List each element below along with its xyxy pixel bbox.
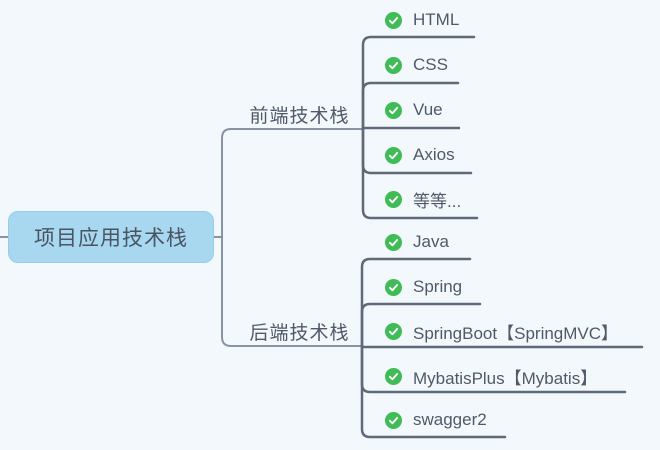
check-circle-icon[interactable]	[385, 411, 402, 429]
topic-css[interactable]: CSS	[385, 53, 448, 77]
branch-backend-label: 后端技术栈	[249, 322, 350, 344]
check-circle-icon[interactable]	[385, 322, 402, 340]
branch-backend[interactable]: 后端技术栈	[236, 318, 363, 344]
check-circle-icon[interactable]	[385, 278, 402, 296]
topic-label: CSS	[413, 55, 448, 74]
branch-frontend[interactable]: 前端技术栈	[236, 101, 363, 127]
check-circle-icon[interactable]	[385, 367, 402, 385]
topic-label: Vue	[413, 100, 443, 119]
check-circle-icon[interactable]	[385, 190, 402, 208]
topic-mybatisplus[interactable]: MybatisPlus【Mybatis】	[385, 364, 597, 388]
topic-vue[interactable]: Vue	[385, 98, 443, 122]
topic-label: HTML	[413, 10, 460, 29]
topic-label: 等等...	[413, 191, 462, 211]
check-circle-icon[interactable]	[385, 101, 402, 119]
topic-axios[interactable]: Axios	[385, 143, 455, 167]
topic-swagger2[interactable]: swagger2	[385, 408, 487, 432]
topic-label: Spring	[413, 277, 463, 296]
check-circle-icon[interactable]	[385, 146, 402, 164]
topic-label: SpringBoot【SpringMVC】	[413, 323, 619, 343]
topic-html[interactable]: HTML	[385, 8, 459, 32]
topic-label: swagger2	[413, 410, 487, 429]
branch-frontend-label: 前端技术栈	[249, 105, 350, 127]
topic-label: MybatisPlus【Mybatis】	[413, 368, 598, 388]
root-topic[interactable]: 项目应用技术栈	[8, 211, 214, 263]
check-circle-icon[interactable]	[385, 233, 402, 251]
topic-label: Axios	[413, 145, 455, 164]
topic-spring[interactable]: Spring	[385, 275, 462, 299]
root-topic-label: 项目应用技术栈	[34, 227, 188, 250]
topic-java[interactable]: Java	[385, 230, 449, 254]
check-circle-icon[interactable]	[385, 56, 402, 74]
topic-etc[interactable]: 等等...	[385, 187, 461, 211]
topic-springboot[interactable]: SpringBoot【SpringMVC】	[385, 319, 618, 343]
topic-label: Java	[413, 232, 449, 251]
check-circle-icon[interactable]	[385, 11, 402, 29]
